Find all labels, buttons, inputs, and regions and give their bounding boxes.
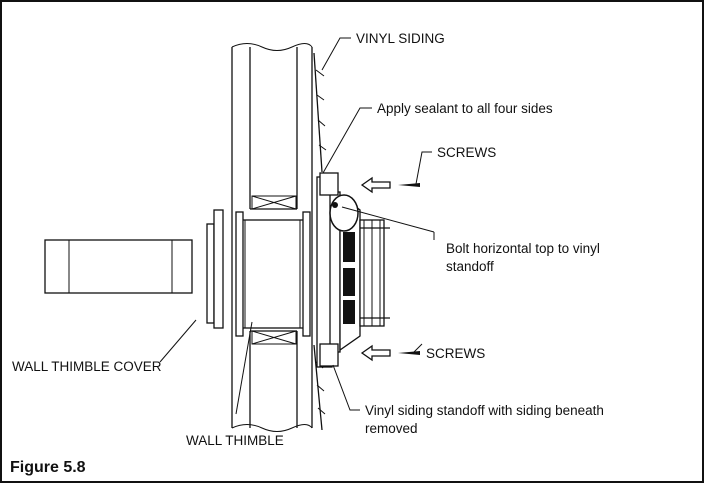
label-bolt-line2: standoff (446, 259, 494, 274)
leader-lines (159, 37, 435, 415)
label-standoff-line2: removed (365, 421, 418, 436)
figure-caption: Figure 5.8 (10, 459, 86, 476)
termination-cap (359, 219, 390, 327)
vinyl-standoff (316, 172, 361, 368)
label-vinyl-siding: VINYL SIDING (356, 31, 445, 46)
vent-pipe (44, 239, 193, 294)
vinyl-siding (313, 52, 327, 431)
label-bolt-line1: Bolt horizontal top to vinyl (446, 241, 600, 256)
label-apply-sealant: Apply sealant to all four sides (377, 101, 553, 116)
wall-thimble-cover (206, 209, 224, 329)
label-screws-bottom: SCREWS (426, 346, 485, 361)
screw-arrow-top (360, 176, 420, 194)
wall-thimble (235, 211, 311, 337)
label-standoff-line1: Vinyl siding standoff with siding beneat… (365, 403, 604, 418)
label-wall-thimble: WALL THIMBLE (186, 433, 284, 448)
label-wall-thimble-cover: WALL THIMBLE COVER (12, 359, 162, 374)
screw-arrow-bottom (360, 344, 420, 362)
label-screws-top: SCREWS (437, 145, 496, 160)
